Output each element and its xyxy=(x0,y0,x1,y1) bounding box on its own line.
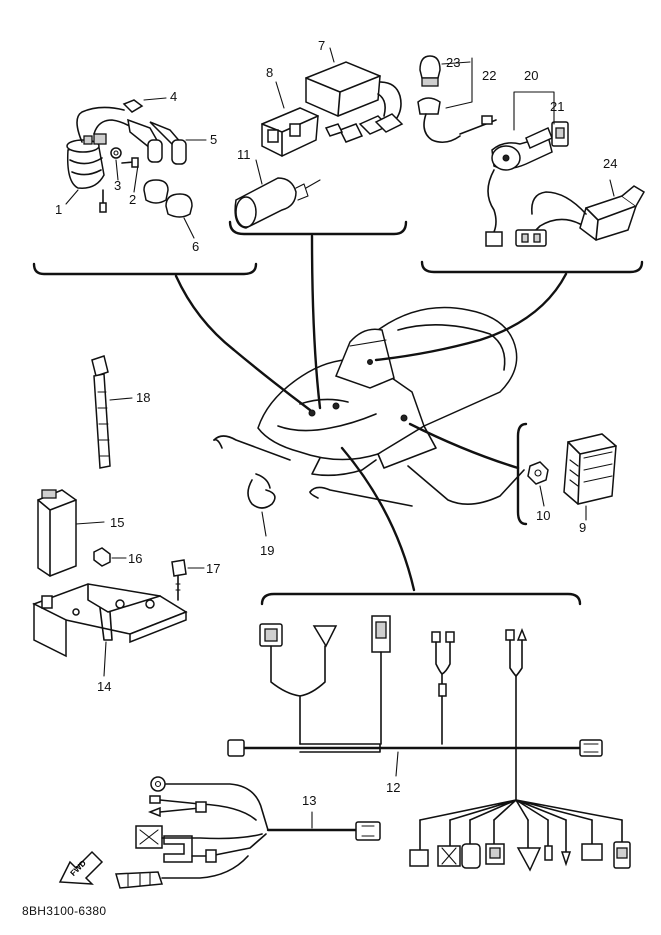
callout-15: 15 xyxy=(110,515,124,530)
callout-13: 13 xyxy=(302,793,316,808)
callout-6: 6 xyxy=(192,239,199,254)
bracket-assembly xyxy=(32,489,205,677)
cdi-group xyxy=(234,47,404,229)
ignition-coil-group xyxy=(65,97,207,239)
sub-harness xyxy=(115,776,381,889)
group-brackets xyxy=(32,220,644,606)
assembly-leaders xyxy=(174,234,568,592)
callout-16: 16 xyxy=(128,551,142,566)
callout-labels: 1 2 3 4 5 6 7 8 9 10 11 12 13 14 15 16 1… xyxy=(55,38,617,808)
callout-7: 7 xyxy=(318,38,325,53)
callout-14: 14 xyxy=(97,679,111,694)
switch-group xyxy=(417,55,646,247)
callout-2: 2 xyxy=(129,192,136,207)
callout-22: 22 xyxy=(482,68,496,83)
callout-3: 3 xyxy=(114,178,121,193)
clamp xyxy=(247,473,276,537)
callout-20: 20 xyxy=(524,68,538,83)
callout-17: 17 xyxy=(206,561,220,576)
callout-9: 9 xyxy=(579,520,586,535)
regulator xyxy=(527,433,617,521)
callout-21: 21 xyxy=(550,99,564,114)
callout-24: 24 xyxy=(603,156,617,171)
callout-23: 23 xyxy=(446,55,460,70)
callout-18: 18 xyxy=(136,390,150,405)
callout-8: 8 xyxy=(266,65,273,80)
callout-12: 12 xyxy=(386,780,400,795)
callout-11: 11 xyxy=(237,147,251,162)
callout-1: 1 xyxy=(55,202,62,217)
snowmobile xyxy=(213,306,525,507)
cable-tie xyxy=(91,355,133,469)
document-code: 8BH3100-6380 xyxy=(22,904,107,918)
forward-arrow: FWD xyxy=(58,850,104,885)
callout-4: 4 xyxy=(170,89,177,104)
callout-10: 10 xyxy=(536,508,550,523)
wire-harness xyxy=(227,615,631,872)
callout-19: 19 xyxy=(260,543,274,558)
callout-5: 5 xyxy=(210,132,217,147)
